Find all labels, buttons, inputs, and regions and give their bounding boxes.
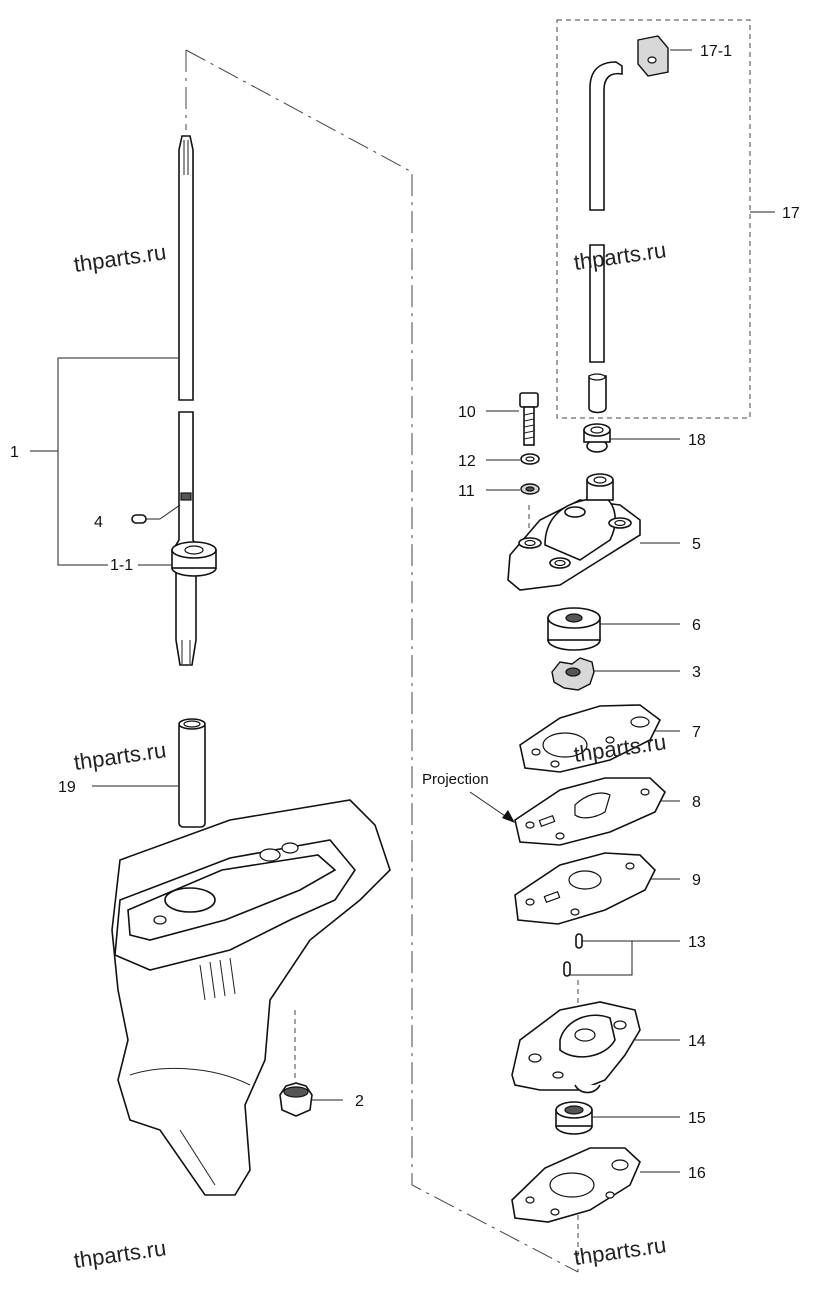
callout-17-1: 17-1 xyxy=(700,43,732,60)
washer-12 xyxy=(520,453,540,465)
gasket-16 xyxy=(511,1147,641,1223)
callout-5: 5 xyxy=(692,536,701,553)
bolt-10 xyxy=(519,392,539,446)
callout-1: 1 xyxy=(10,444,19,461)
callout-8: 8 xyxy=(692,794,701,811)
callout-14: 14 xyxy=(688,1033,706,1050)
callout-3: 3 xyxy=(692,664,701,681)
watermark: thparts.ru xyxy=(72,737,168,775)
callout-17: 17 xyxy=(782,205,800,222)
callout-labels: 1 1-1 4 19 2 17-1 17 18 10 12 11 5 6 3 7… xyxy=(10,43,800,1182)
water-tube-19 xyxy=(178,718,206,828)
pin-4 xyxy=(131,514,147,524)
pinion-gear-2 xyxy=(279,1082,313,1117)
callout-6: 6 xyxy=(692,617,701,634)
callout-16: 16 xyxy=(688,1165,706,1182)
callout-11: 11 xyxy=(458,483,475,500)
shaft-bearing-1-1 xyxy=(171,541,217,577)
watermark: thparts.ru xyxy=(72,1235,168,1273)
kit-17-box xyxy=(556,19,751,419)
gasket-9 xyxy=(514,852,656,925)
grommet-17-1 xyxy=(637,35,669,77)
seal-18 xyxy=(583,423,611,453)
leader-lines xyxy=(30,49,775,1173)
gasket-7 xyxy=(519,704,662,773)
callout-13: 13 xyxy=(688,934,706,951)
lower-casing xyxy=(111,799,391,1196)
washer-11 xyxy=(520,483,540,495)
callout-18: 18 xyxy=(688,432,706,449)
callout-12: 12 xyxy=(458,453,476,470)
plate-8 xyxy=(514,777,666,846)
impeller-3 xyxy=(551,657,595,691)
insert-cartridge-6 xyxy=(547,607,601,651)
callout-19: 19 xyxy=(58,779,76,796)
callout-7: 7 xyxy=(692,724,701,741)
watermark: thparts.ru xyxy=(572,237,668,275)
watermark: thparts.ru xyxy=(72,239,168,277)
callout-10: 10 xyxy=(458,404,476,421)
callout-2: 2 xyxy=(355,1093,364,1110)
watermark: thparts.ru xyxy=(572,1232,668,1270)
callout-4: 4 xyxy=(94,514,103,531)
pump-plate-14 xyxy=(511,1001,641,1094)
pump-housing-5 xyxy=(507,473,641,591)
projection-arrow xyxy=(469,791,515,823)
callout-15: 15 xyxy=(688,1110,706,1127)
callout-9: 9 xyxy=(692,872,701,889)
oil-seal-15 xyxy=(555,1101,593,1135)
drive-shaft xyxy=(175,135,197,666)
projection-label: Projection xyxy=(422,771,489,788)
callout-1-1: 1-1 xyxy=(110,557,133,574)
dowel-pins-13 xyxy=(563,933,583,977)
water-pipe-17 xyxy=(588,61,623,414)
